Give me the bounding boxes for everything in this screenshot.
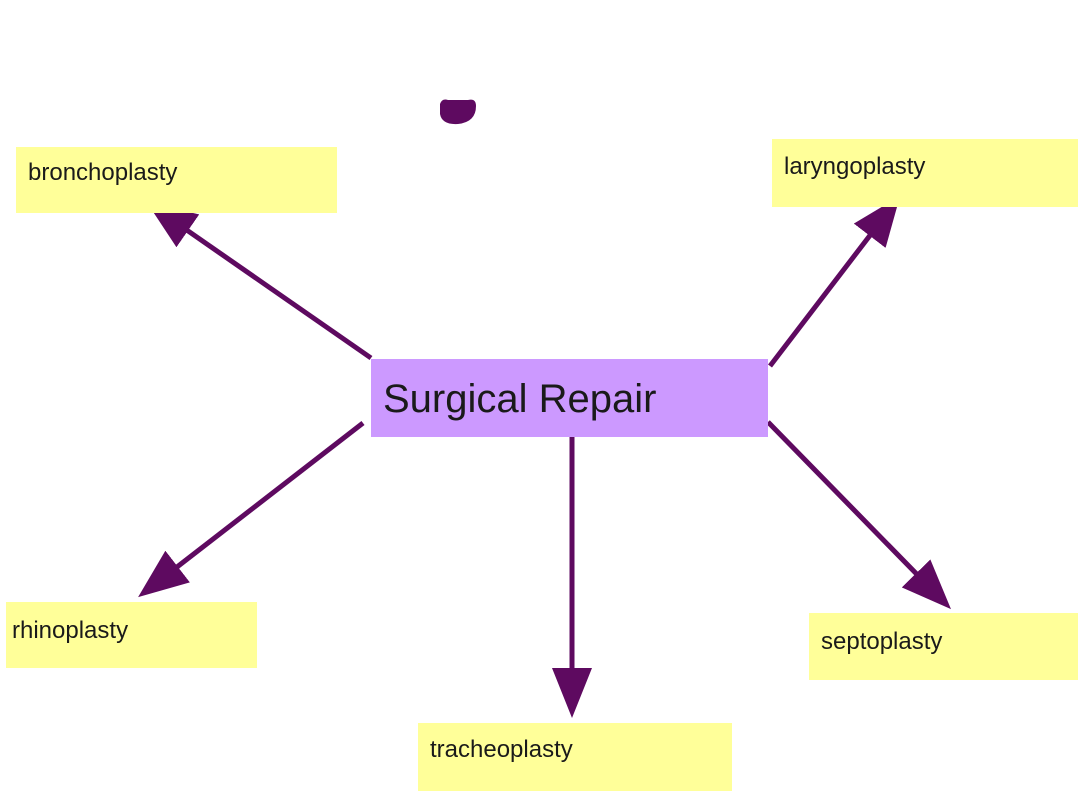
node-tracheoplasty-label: tracheoplasty xyxy=(430,736,573,763)
node-septoplasty-label: septoplasty xyxy=(821,628,943,655)
node-tracheoplasty: tracheoplasty xyxy=(418,723,732,791)
arrow-to-laryngoplasty xyxy=(768,196,901,368)
cropped-title-glyph-shape xyxy=(440,99,476,125)
node-bronchoplasty: bronchoplasty xyxy=(16,147,337,213)
node-rhinoplasty: rhinoplasty xyxy=(6,602,257,668)
node-rhinoplasty-label: rhinoplasty xyxy=(12,617,129,644)
node-laryngoplasty-label: laryngoplasty xyxy=(784,153,926,180)
node-septoplasty: septoplasty xyxy=(809,613,1078,680)
node-surgical-repair-label: Surgical Repair xyxy=(383,377,657,421)
arrow-to-septoplasty xyxy=(766,420,951,610)
arrow-to-rhinoplasty xyxy=(138,421,365,598)
cropped-title-glyph xyxy=(438,98,478,126)
node-bronchoplasty-label: bronchoplasty xyxy=(28,159,178,186)
node-surgical-repair: Surgical Repair xyxy=(371,359,768,437)
arrow-to-bronchoplasty xyxy=(146,202,373,361)
node-laryngoplasty: laryngoplasty xyxy=(772,139,1078,207)
